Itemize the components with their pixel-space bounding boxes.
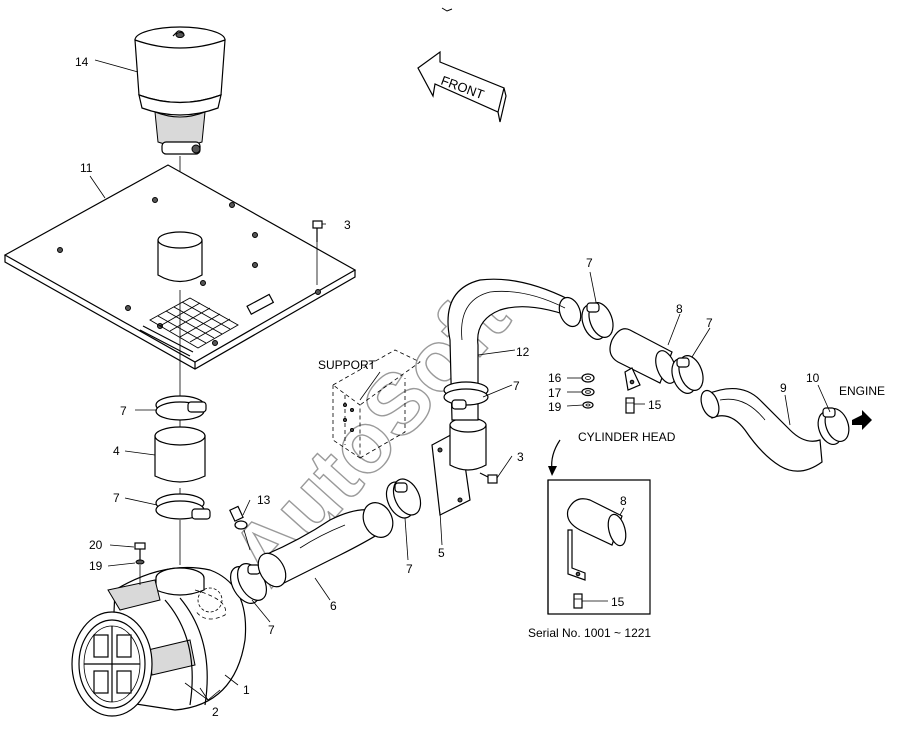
callout-15-inset: 15 [611, 595, 625, 609]
callout-2: 2 [212, 705, 219, 719]
callout-11: 11 [80, 161, 93, 175]
callout-4: 4 [113, 444, 120, 458]
callout-1: 1 [243, 683, 250, 697]
cylinder-head-label: CYLINDER HEAD [578, 430, 676, 444]
engine-arrow [852, 410, 872, 430]
hose-9 [700, 388, 823, 472]
callout-10: 10 [806, 371, 820, 385]
clamp-10 [817, 407, 850, 446]
engine-label: ENGINE [839, 384, 885, 398]
hose-6 [257, 502, 394, 588]
bolt-20 [134, 542, 146, 585]
nut-16 [581, 373, 595, 383]
clamp-7-upper [155, 395, 207, 421]
callout-7-center: 7 [513, 379, 520, 393]
clamp-7-center [443, 381, 489, 410]
serial-label: Serial No. 1001 ~ 1221 [528, 626, 651, 640]
stud-15 [625, 397, 635, 414]
callout-12: 12 [516, 345, 530, 359]
callout-3-plate: 3 [344, 218, 351, 232]
callout-17: 17 [548, 386, 562, 400]
bolt-3-plate [312, 220, 323, 285]
callout-7-right-a: 7 [586, 256, 593, 270]
hose-4 [154, 426, 206, 483]
clamp-7-lower [155, 493, 211, 520]
callout-8: 8 [676, 302, 683, 316]
small-mark [441, 7, 453, 12]
elbow-5 [431, 417, 487, 516]
pre-cleaner-14 [134, 26, 226, 155]
callout-7-right-b: 7 [706, 316, 713, 330]
front-arrow [417, 50, 507, 123]
washer-17 [581, 387, 595, 397]
callout-15: 15 [648, 398, 662, 412]
support-bracket [332, 349, 421, 459]
clamp-7-right-b [671, 355, 704, 394]
callout-14: 14 [75, 55, 89, 69]
callout-6: 6 [330, 599, 337, 613]
callout-13: 13 [257, 493, 271, 507]
inset-box [547, 479, 651, 615]
clamp-7-mid [385, 478, 422, 519]
callout-20: 20 [89, 538, 103, 552]
air-cleaner-1 [71, 566, 247, 717]
callout-7-left: 7 [268, 623, 275, 637]
callout-19-right: 19 [548, 400, 562, 414]
pipe-8 [609, 328, 677, 391]
callout-8-inset: 8 [620, 494, 627, 508]
support-label: SUPPORT [318, 358, 376, 372]
callout-9: 9 [780, 381, 787, 395]
callouts: 14 11 3 7 4 7 20 19 13 7 1 2 6 7 5 3 7 1… [75, 55, 820, 719]
callout-7-upper: 7 [120, 404, 127, 418]
leader-lines [89, 59, 831, 701]
callout-5: 5 [438, 546, 445, 560]
callout-19-left: 19 [89, 559, 103, 573]
cylinder-head-arrow [548, 439, 561, 476]
washer-19 [582, 401, 594, 409]
callout-16: 16 [548, 371, 562, 385]
callout-7-mid: 7 [406, 562, 413, 576]
sensor-13 [229, 505, 251, 551]
bolt-3-elbow [479, 472, 498, 484]
callout-3-elbow: 3 [517, 450, 524, 464]
clamp-7-right-a [581, 302, 614, 340]
callout-7-lower: 7 [113, 491, 120, 505]
clamp-7-left [229, 563, 268, 604]
mounting-plate-11 [3, 164, 357, 370]
u-pipe-12 [447, 278, 582, 421]
